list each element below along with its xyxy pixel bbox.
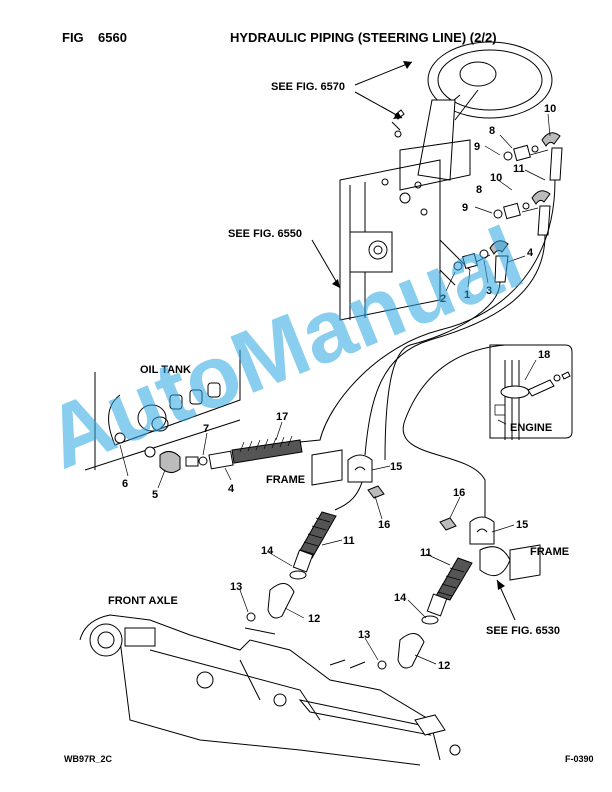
front-axle-label: FRONT AXLE xyxy=(108,595,178,607)
engine-label: ENGINE xyxy=(510,422,552,434)
callout-11: 11 xyxy=(513,163,525,175)
callout-4: 4 xyxy=(228,483,235,495)
upper-fittings xyxy=(453,132,563,283)
callout-6: 6 xyxy=(122,478,128,490)
right-axle-hose xyxy=(377,557,473,670)
figure-number: 6560 xyxy=(98,30,127,45)
callout-9: 9 xyxy=(474,141,480,153)
callout-11: 11 xyxy=(343,535,355,547)
callout-1: 1 xyxy=(464,289,470,301)
callout-4: 4 xyxy=(527,247,534,259)
callout-2: 2 xyxy=(440,293,446,305)
callout-16: 16 xyxy=(378,519,390,531)
figure-label: FIG xyxy=(62,30,84,45)
callout-13: 13 xyxy=(358,629,370,641)
callout-16: 16 xyxy=(453,487,465,499)
callout-13: 13 xyxy=(230,581,242,593)
callout-9: 9 xyxy=(462,202,468,214)
callout-12: 12 xyxy=(308,613,320,625)
oil-tank-drawing xyxy=(84,350,303,473)
reference-arrows xyxy=(311,61,516,621)
callout-7: 7 xyxy=(203,423,209,435)
callout-14: 14 xyxy=(261,545,274,557)
front-axle-drawing xyxy=(79,614,461,766)
frame-label-left: FRAME xyxy=(266,474,305,486)
see-fig-6550-label: SEE FIG. 6550 xyxy=(228,228,302,240)
see-fig-6570-label: SEE FIG. 6570 xyxy=(271,81,345,93)
figure-title: HYDRAULIC PIPING (STEERING LINE) (2/2) xyxy=(230,30,497,45)
engine-inset xyxy=(489,344,573,440)
callout-8: 8 xyxy=(489,125,495,137)
footer-model-code: WB97R_2C xyxy=(64,754,113,764)
callout-10: 10 xyxy=(544,103,556,115)
callout-3: 3 xyxy=(486,285,492,297)
callout-10: 10 xyxy=(490,172,502,184)
callout-15: 15 xyxy=(516,519,528,531)
callout-15: 15 xyxy=(390,461,402,473)
footer-page-code: F-0390 xyxy=(565,754,594,764)
callout-17: 17 xyxy=(276,411,288,423)
oil-tank-label: OIL TANK xyxy=(140,364,191,376)
leader-lines xyxy=(119,113,551,665)
see-fig-6530-label: SEE FIG. 6530 xyxy=(486,625,560,637)
frame-label-right: FRAME xyxy=(530,546,569,558)
steering-column-drawing xyxy=(339,41,553,321)
callout-11: 11 xyxy=(420,547,432,559)
left-clamp-group xyxy=(311,449,385,499)
callout-8: 8 xyxy=(476,184,482,196)
callout-5: 5 xyxy=(152,489,158,501)
callout-14: 14 xyxy=(394,592,407,604)
left-axle-hose xyxy=(244,511,337,635)
right-clamp-group xyxy=(439,516,541,581)
callout-18: 18 xyxy=(538,349,550,361)
callout-12: 12 xyxy=(438,660,450,672)
hose-routing xyxy=(299,179,556,520)
